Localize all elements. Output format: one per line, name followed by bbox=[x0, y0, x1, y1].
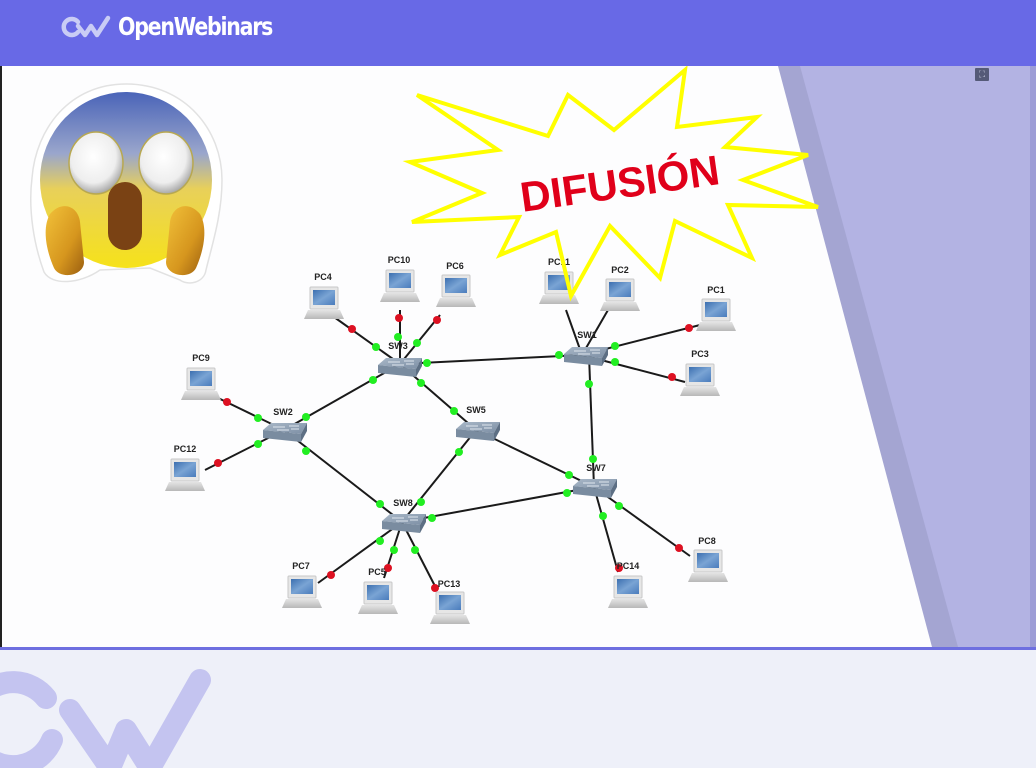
pc-pc12 bbox=[164, 458, 206, 492]
label-sw1: SW1 bbox=[577, 330, 597, 340]
label-sw3: SW3 bbox=[388, 341, 408, 351]
pc-pc9 bbox=[180, 367, 222, 401]
label-pc11: PC11 bbox=[548, 257, 570, 267]
label-pc3: PC3 bbox=[691, 349, 709, 359]
label-pc10: PC10 bbox=[388, 255, 411, 265]
switch-sw8 bbox=[381, 513, 427, 534]
label-pc5: PC5 bbox=[368, 567, 386, 577]
fullscreen-exit-icon: ⛶ bbox=[978, 69, 986, 79]
label-sw8: SW8 bbox=[393, 498, 413, 508]
pc-pc8 bbox=[687, 549, 729, 583]
pc-pc10 bbox=[379, 269, 421, 303]
port-indicators-down bbox=[214, 314, 693, 592]
slide-artwork: SW3 SW1 SW2 SW5 SW7 SW8 PC4 PC10 PC6 PC1… bbox=[30, 66, 1036, 647]
brand-logo[interactable]: OpenWebinars bbox=[60, 12, 306, 41]
label-sw5: SW5 bbox=[466, 405, 486, 415]
slide-title: DIFUSIÓN bbox=[517, 145, 722, 220]
pc-pc11 bbox=[538, 271, 580, 305]
pc-pc5 bbox=[357, 581, 399, 615]
screaming-face-emoji bbox=[30, 83, 223, 284]
label-sw7: SW7 bbox=[586, 463, 606, 473]
label-pc4: PC4 bbox=[314, 272, 332, 282]
switch-sw2 bbox=[262, 422, 308, 443]
label-pc8: PC8 bbox=[698, 536, 716, 546]
switch-sw7 bbox=[572, 478, 618, 499]
slide-bottom-border bbox=[0, 647, 1036, 650]
switch-sw1 bbox=[563, 346, 609, 367]
label-pc13: PC13 bbox=[438, 579, 461, 589]
label-pc12: PC12 bbox=[174, 444, 197, 454]
footer-area bbox=[0, 650, 1036, 768]
label-pc7: PC7 bbox=[292, 561, 310, 571]
top-bar: OpenWebinars bbox=[0, 0, 1036, 66]
pc-pc14 bbox=[607, 575, 649, 609]
brand-name: OpenWebinars bbox=[118, 12, 273, 41]
pc-pc4 bbox=[303, 286, 345, 320]
burst-star bbox=[402, 66, 819, 302]
label-pc1: PC1 bbox=[707, 285, 725, 295]
pc-pc13 bbox=[429, 591, 471, 625]
network-links bbox=[204, 309, 701, 591]
label-pc2: PC2 bbox=[611, 265, 629, 275]
label-pc6: PC6 bbox=[446, 261, 464, 271]
label-pc14: PC14 bbox=[617, 561, 640, 571]
label-pc9: PC9 bbox=[192, 353, 210, 363]
slide-canvas: SW3 SW1 SW2 SW5 SW7 SW8 PC4 PC10 PC6 PC1… bbox=[0, 66, 1036, 647]
pc-pc2 bbox=[599, 278, 641, 312]
openwebinars-logo-icon bbox=[61, 15, 111, 37]
label-sw2: SW2 bbox=[273, 407, 293, 417]
pc-pc3 bbox=[679, 363, 721, 397]
switch-sw3 bbox=[377, 357, 423, 378]
fullscreen-exit-button[interactable]: ⛶ bbox=[975, 68, 989, 81]
openwebinars-watermark-icon bbox=[0, 669, 211, 768]
port-indicators-up bbox=[254, 333, 623, 554]
pc-pc7 bbox=[281, 575, 323, 609]
pc-pc6 bbox=[435, 274, 477, 308]
switch-sw5 bbox=[455, 421, 501, 442]
pc-pc1 bbox=[695, 298, 737, 332]
